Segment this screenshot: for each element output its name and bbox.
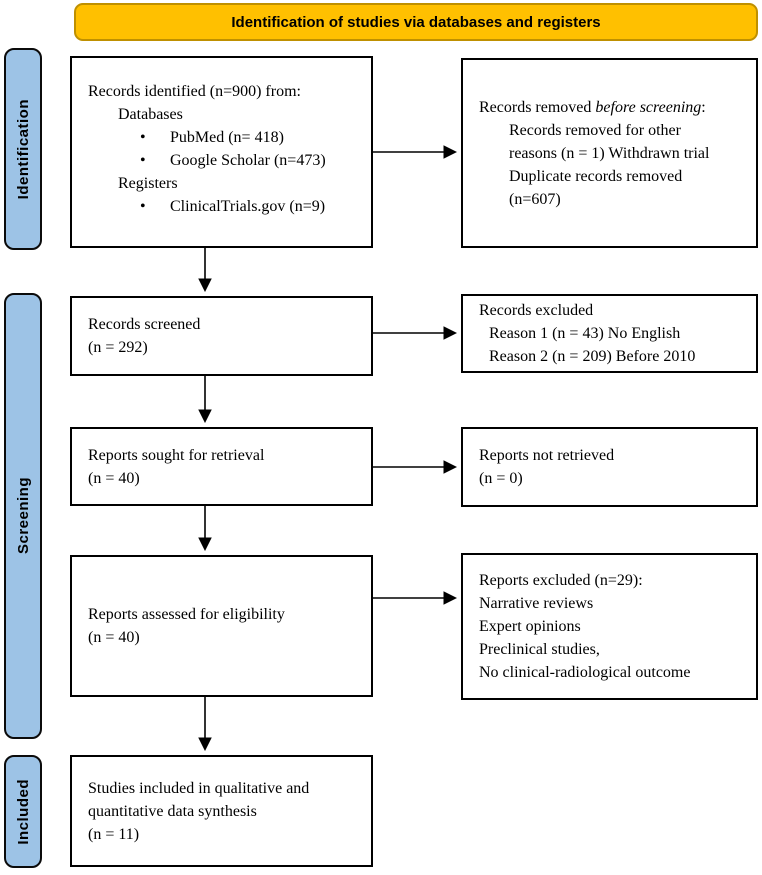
box-line: Reports not retrieved xyxy=(479,447,615,464)
box-line: Records removed for other xyxy=(509,121,681,139)
box-line: Registers xyxy=(118,175,178,192)
box-line: Reason 2 (n = 209) Before 2010 xyxy=(489,348,696,365)
box-line: quantitative data synthesis xyxy=(88,802,257,820)
diagram-title: Identification of studies via databases … xyxy=(231,13,601,31)
box-line: Records identified (n=900) from: xyxy=(88,83,301,100)
box-line: Preclinical studies, xyxy=(479,641,600,658)
box-line: Expert opinions xyxy=(479,618,581,635)
box-line: Records screened xyxy=(88,316,201,333)
box-line: Records removed before screening: xyxy=(479,96,740,119)
box-line: Records excluded xyxy=(479,302,594,319)
box-line: Studies included in qualitative and xyxy=(88,779,310,797)
box-line: (n = 40) xyxy=(88,629,140,646)
box-reports-sought: Reports sought for retrieval (n = 40) xyxy=(70,427,373,506)
box-line: No clinical-radiological outcome xyxy=(479,664,691,681)
bullet-icon: • xyxy=(140,198,146,215)
box-line: (n = 11) xyxy=(88,825,140,843)
stage-label-text: Screening xyxy=(14,477,32,555)
bullet-icon: • xyxy=(140,152,146,169)
bullet-item: • Google Scholar (n=473) xyxy=(140,149,355,172)
box-line: reasons (n = 1) Withdrawn trial xyxy=(509,144,710,162)
box-reports-not-retrieved: Reports not retrieved (n = 0) xyxy=(461,427,758,507)
bullet-text: Google Scholar (n=473) xyxy=(170,152,326,169)
box-reports-excluded: Reports excluded (n=29): Narrative revie… xyxy=(461,553,758,700)
box-line: Reports excluded (n=29): xyxy=(479,572,643,589)
box-line: (n=607) xyxy=(509,190,561,208)
lead-prefix: Records removed xyxy=(479,98,596,116)
box-records-screened: Records screened (n = 292) xyxy=(70,296,373,376)
box-line: Reports sought for retrieval xyxy=(88,446,265,464)
box-records-excluded: Records excluded Reason 1 (n = 43) No En… xyxy=(461,294,758,373)
box-line: Narrative reviews xyxy=(479,595,594,612)
bullet-text: ClinicalTrials.gov (n=9) xyxy=(170,198,326,215)
box-line: (n = 0) xyxy=(479,470,523,487)
box-studies-included: Studies included in qualitative and quan… xyxy=(70,755,373,867)
lead-suffix: : xyxy=(701,98,706,116)
bullet-text: PubMed (n= 418) xyxy=(170,129,284,146)
lead-italic: before screening xyxy=(595,98,702,116)
box-line: (n = 40) xyxy=(88,469,140,487)
box-line: Databases xyxy=(118,106,183,123)
box-reports-assessed: Reports assessed for eligibility (n = 40… xyxy=(70,555,373,697)
bullet-icon: • xyxy=(140,129,146,146)
stage-label-text: Included xyxy=(14,778,32,845)
stage-label-screening: Screening xyxy=(4,293,42,739)
box-line: (n = 292) xyxy=(88,339,148,356)
diagram-title-banner: Identification of studies via databases … xyxy=(74,3,758,41)
bullet-item: • ClinicalTrials.gov (n=9) xyxy=(140,195,355,218)
stage-label-included: Included xyxy=(4,755,42,868)
bullet-item: • PubMed (n= 418) xyxy=(140,126,355,149)
box-line: Duplicate records removed xyxy=(509,167,683,185)
stage-label-identification: Identification xyxy=(4,48,42,250)
box-line: Reason 1 (n = 43) No English xyxy=(489,325,681,342)
box-records-identified: Records identified (n=900) from: Databas… xyxy=(70,56,373,248)
box-records-removed: Records removed before screening: Record… xyxy=(461,58,758,248)
stage-label-text: Identification xyxy=(14,98,32,200)
box-line: Reports assessed for eligibility xyxy=(88,606,285,623)
